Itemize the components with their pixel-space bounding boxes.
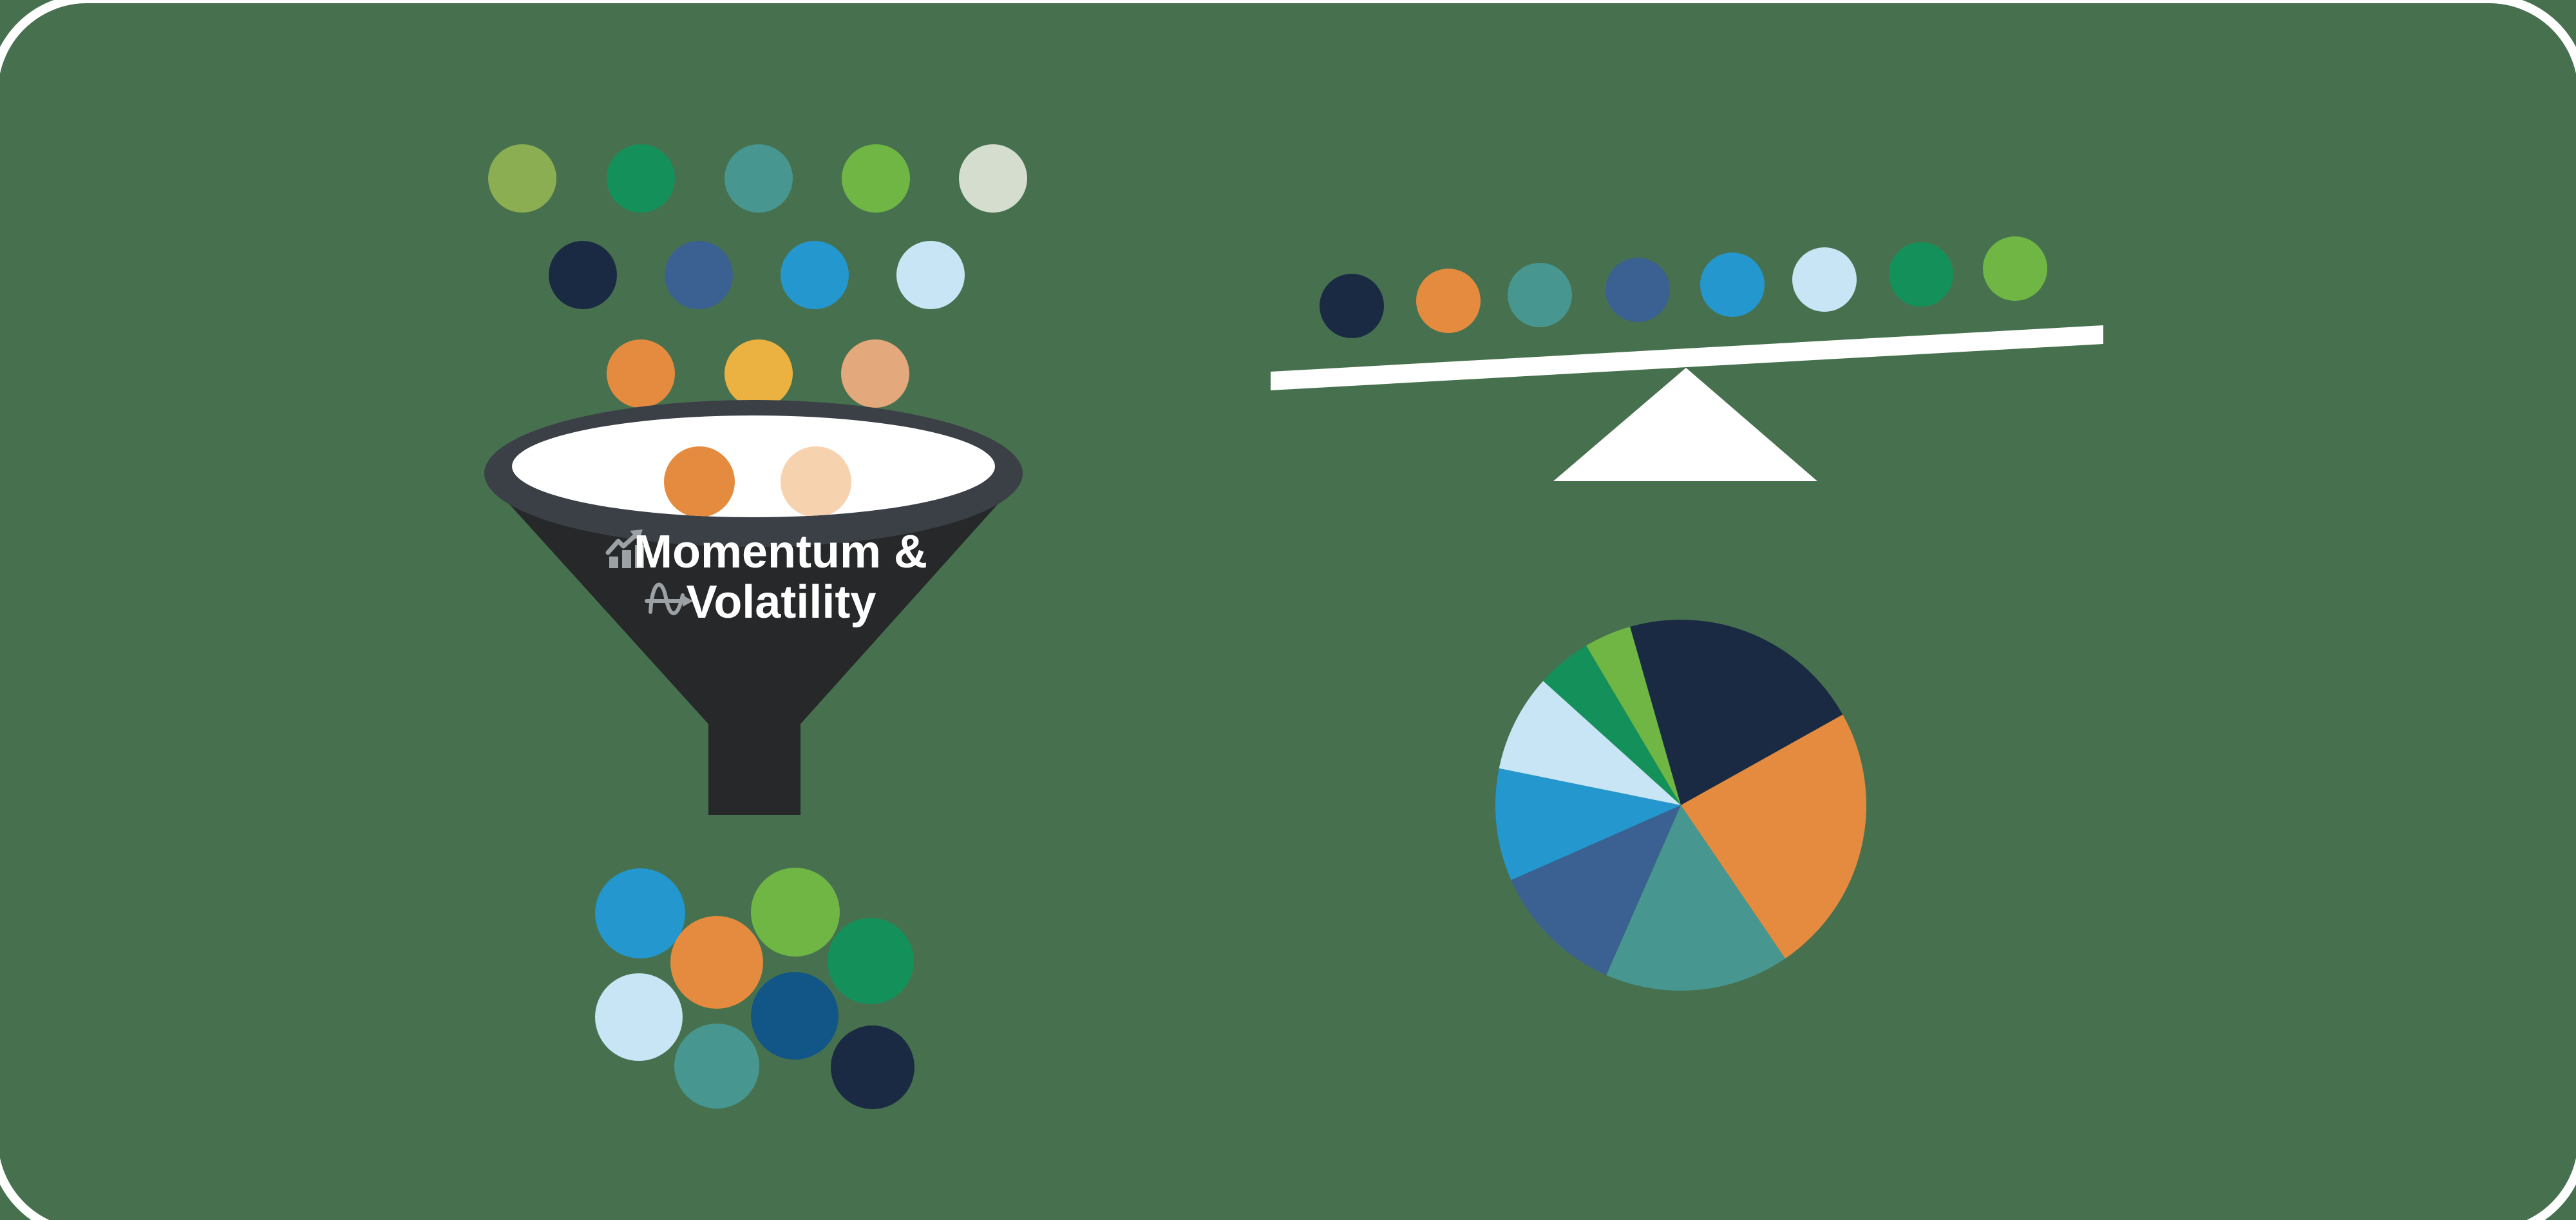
- volatility-icon: [645, 582, 693, 616]
- seesaw-dot: [1320, 274, 1384, 338]
- funnel-mouth-dot: [781, 446, 851, 517]
- pie-slice-orange: [1681, 714, 1867, 958]
- seesaw-plank: [1271, 325, 2103, 390]
- pie-slice-light_green: [1586, 627, 1681, 805]
- funnel-output-dot: [831, 1025, 914, 1109]
- funnel-illustration: Momentum & Volatility: [484, 144, 1027, 1109]
- funnel-output-dots: [595, 868, 914, 1109]
- funnel-output-dot: [751, 972, 838, 1060]
- funnel-falling-dot: [781, 241, 849, 309]
- pie-slice-light_blue: [1499, 681, 1681, 805]
- seesaw-dot: [1792, 247, 1857, 312]
- seesaw-dot: [1605, 258, 1670, 322]
- funnel-falling-dot: [607, 144, 675, 213]
- funnel-falling-dots: [488, 144, 1027, 408]
- pie-slice-medium_blue: [1511, 805, 1681, 975]
- funnel-output-dot: [595, 973, 683, 1061]
- pie-slice-navy: [1630, 619, 1843, 805]
- funnel-falling-dot: [549, 241, 617, 309]
- funnel-falling-dot: [724, 144, 793, 213]
- funnel-falling-dot: [665, 241, 733, 309]
- funnel-falling-dot: [959, 144, 1027, 213]
- seesaw-dots: [1320, 236, 2047, 338]
- funnel-label-line2: Volatility: [687, 577, 876, 628]
- funnel-output-dot: [828, 918, 914, 1004]
- seesaw-dot: [1508, 263, 1572, 327]
- funnel-output-dot: [670, 916, 763, 1009]
- funnel-mouth-dots: [664, 446, 851, 517]
- funnel-falling-dot: [896, 241, 965, 309]
- funnel-falling-dot: [842, 144, 910, 213]
- funnel-falling-dot: [488, 144, 556, 213]
- seesaw-dot: [1416, 269, 1481, 333]
- pie-slice-emerald: [1543, 645, 1681, 805]
- pie-slice-bright_blue: [1495, 768, 1681, 881]
- pie-slice-teal: [1606, 805, 1786, 991]
- funnel-output-dot: [751, 868, 840, 957]
- funnel-mouth-dot: [664, 446, 735, 517]
- seesaw-dot: [1700, 253, 1765, 317]
- seesaw-dot: [1889, 242, 1953, 307]
- funnel-falling-dot: [607, 339, 675, 408]
- seesaw-fulcrum: [1553, 368, 1817, 481]
- funnel-falling-dot: [841, 339, 909, 408]
- funnel-label-line1: Momentum &: [634, 526, 927, 578]
- funnel-mouth: [512, 415, 995, 517]
- funnel-body: [486, 478, 1021, 815]
- seesaw-dot: [1983, 236, 2047, 301]
- funnel-falling-dot: [724, 339, 793, 408]
- seesaw-illustration: [1271, 236, 2103, 481]
- funnel-output-dot: [674, 1024, 759, 1109]
- momentum-icon: [605, 529, 644, 568]
- funnel-output-dot: [595, 868, 685, 958]
- pie-chart: [1495, 619, 1867, 991]
